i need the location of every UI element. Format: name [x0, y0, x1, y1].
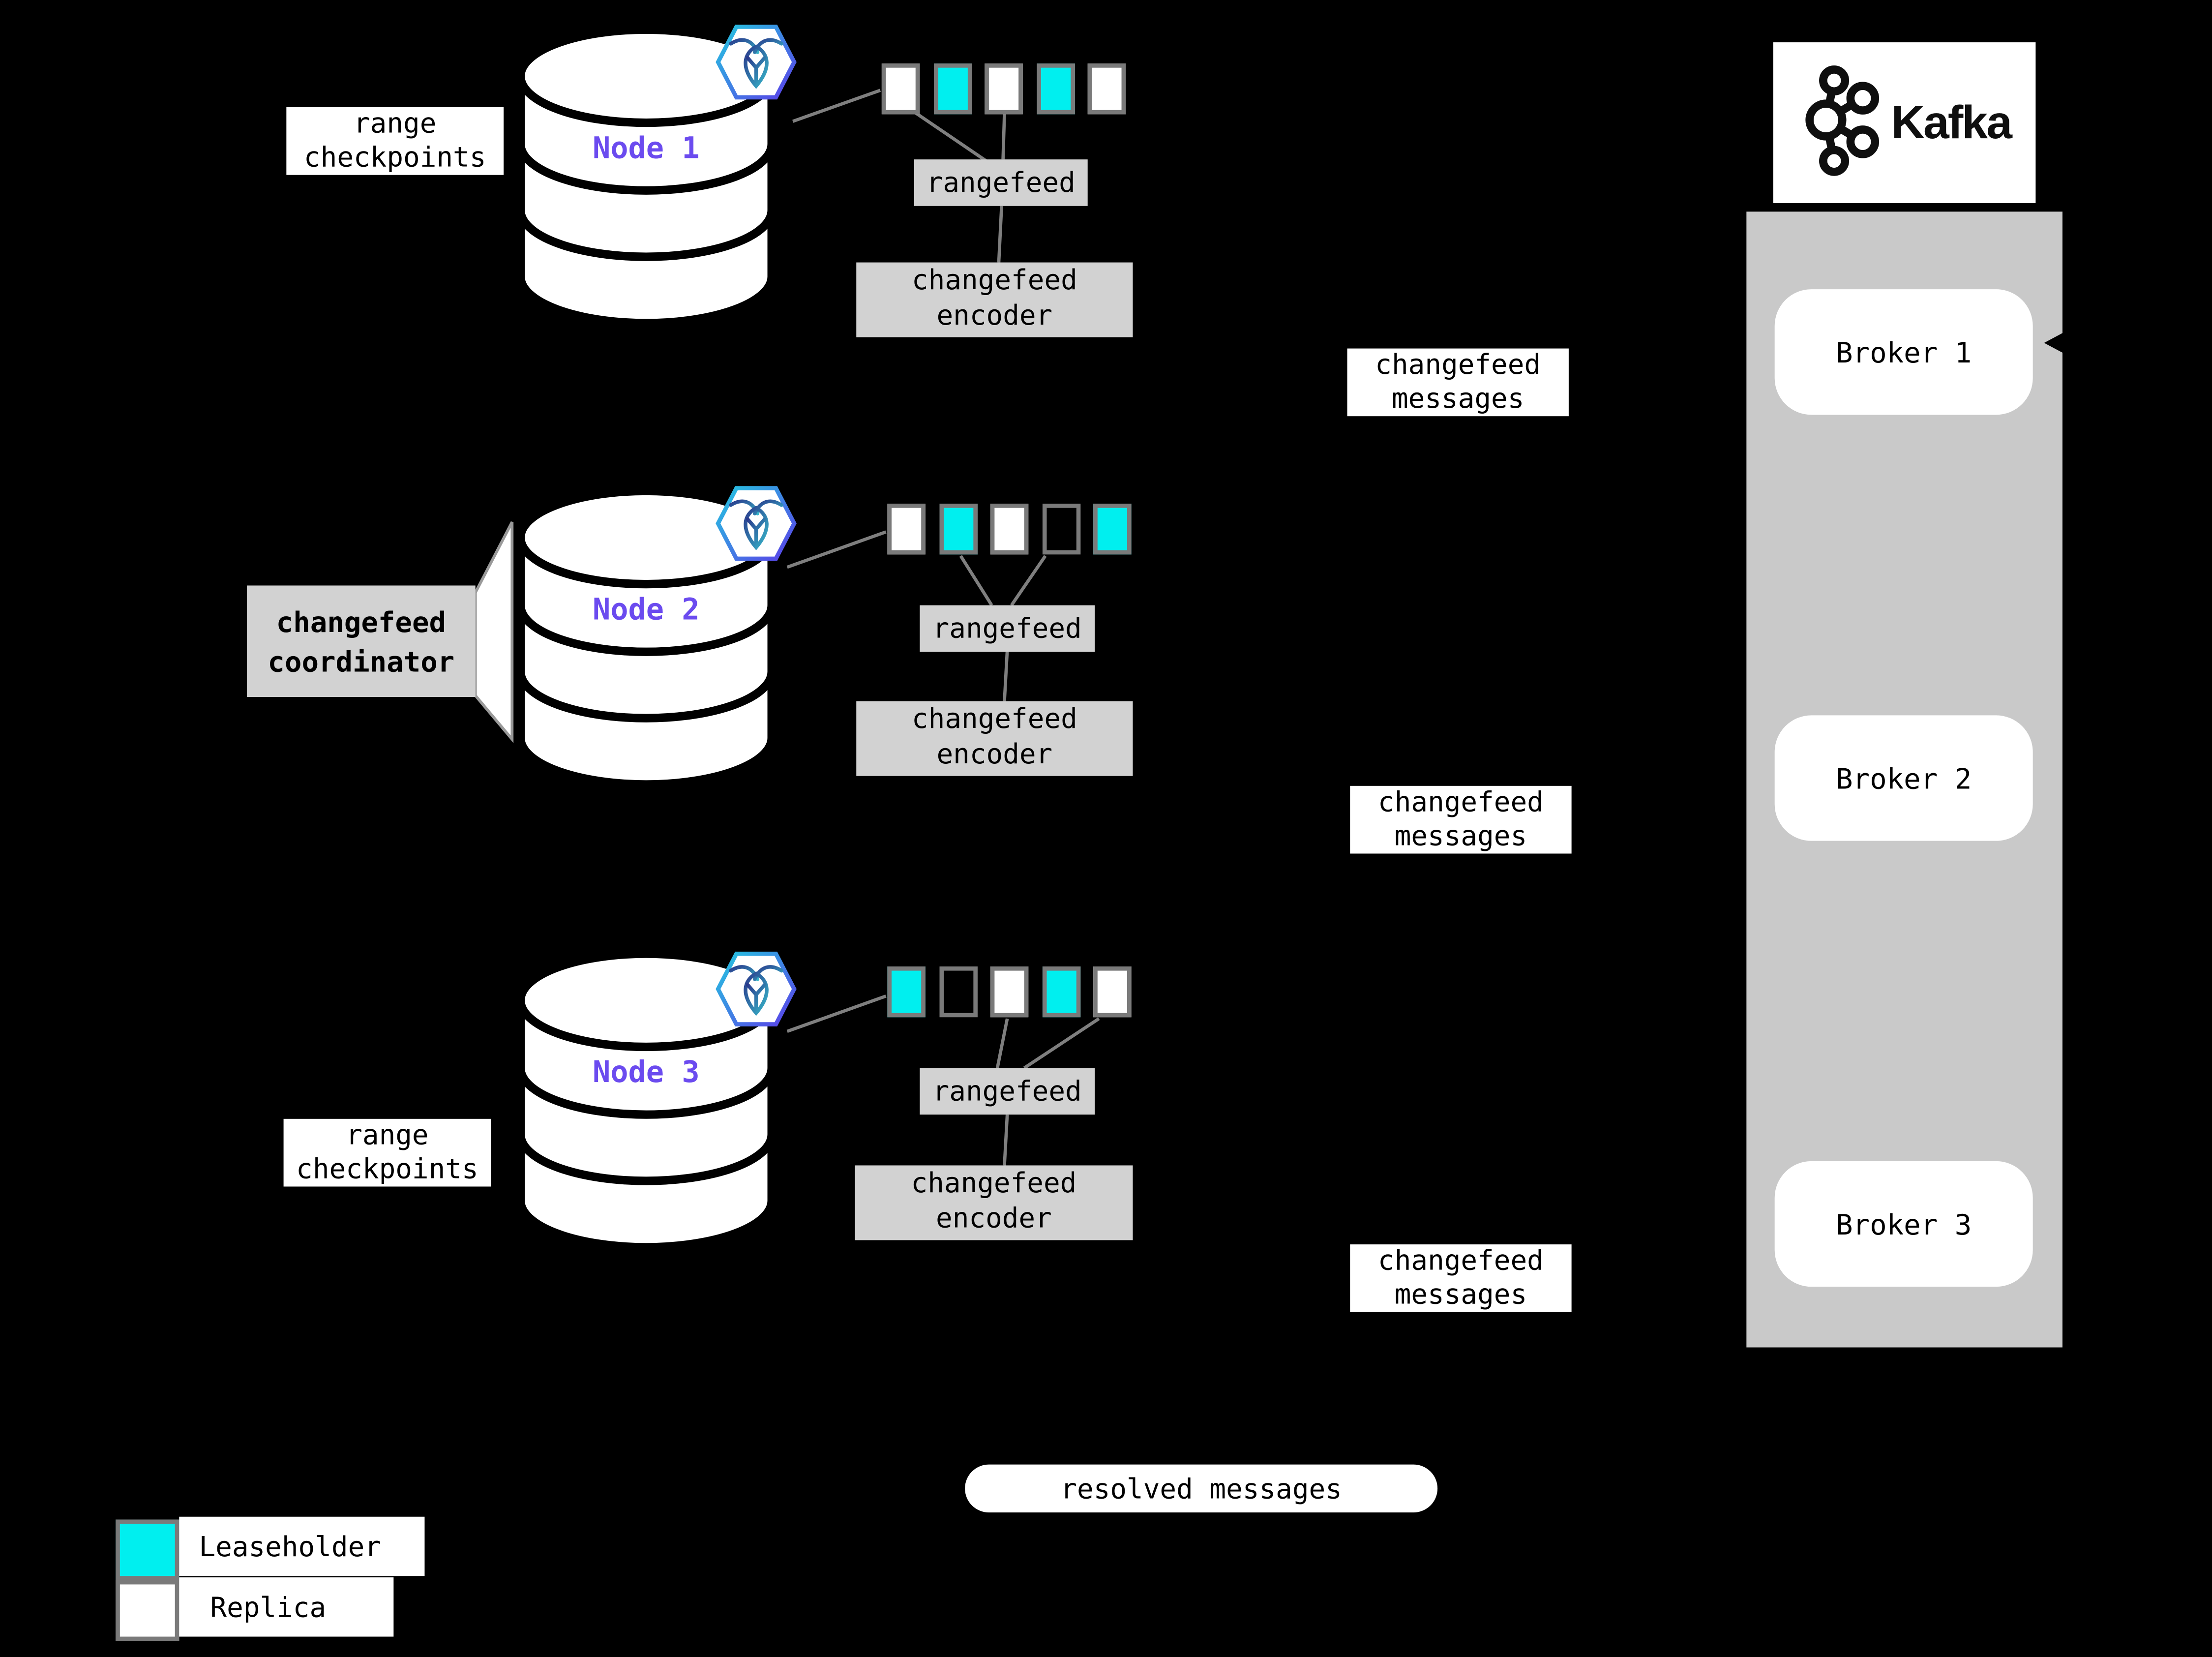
legend-replica-swatch: [116, 1580, 179, 1641]
rangefeed-text: rangefeed: [932, 612, 1082, 645]
range-square: [939, 966, 978, 1018]
kafka-broker-3: Broker 3: [1774, 1161, 2033, 1287]
rangefeed-box-node2: rangefeed: [920, 605, 1095, 652]
changefeed-messages-text: changefeed messages: [1378, 1244, 1544, 1311]
changefeed-encoder-box-node2: changefeed encoder: [856, 701, 1133, 776]
range-checkpoints-label-node1: range checkpoints: [286, 107, 504, 175]
node-3-name-text: Node 3: [592, 1055, 700, 1089]
rangefeed-text: rangefeed: [932, 1075, 1082, 1108]
node-2-name: Node 2: [515, 594, 777, 625]
kafka-broker-2: Broker 2: [1774, 715, 2033, 841]
changefeed-coordinator-box: changefeed coordinator: [247, 585, 476, 697]
range-square: [985, 63, 1023, 115]
range-square: [1042, 966, 1081, 1018]
node-1-name-text: Node 1: [592, 131, 700, 165]
range-square: [1093, 966, 1132, 1018]
changefeed-messages-text: changefeed messages: [1378, 785, 1544, 852]
kafka-brand-label: Kafka: [1891, 96, 2012, 149]
range-square: [887, 504, 926, 555]
range-square: [934, 63, 972, 115]
rangefeed-box-node3: rangefeed: [920, 1068, 1095, 1115]
kafka-logo-icon: [1805, 65, 1879, 176]
changefeed-encoder-box-node3: changefeed encoder: [855, 1165, 1133, 1240]
changefeed-messages-label-node2: changefeed messages: [1350, 785, 1572, 854]
node-3-cylinder: [516, 949, 776, 1252]
legend-leaseholder-swatch: [116, 1519, 179, 1580]
range-checkpoints-text: range checkpoints: [303, 107, 486, 174]
range-square: [1042, 504, 1081, 555]
kafka-logo-plate: Kafka: [1773, 42, 2036, 204]
legend-leaseholder-label: Leaseholder: [179, 1516, 425, 1576]
range-checkpoints-text: range checkpoints: [296, 1118, 478, 1185]
range-square: [1087, 63, 1126, 115]
changefeed-coordinator-text: changefeed coordinator: [268, 604, 455, 678]
broker-1-label: Broker 1: [1835, 335, 1972, 369]
cockroachdb-logo-hexagon-node1: [716, 25, 797, 100]
legend-replica-label: Replica: [179, 1577, 394, 1637]
resolved-messages-pill: resolved messages: [965, 1464, 1438, 1513]
node-1-cylinder: [516, 25, 776, 328]
node-2-cylinder: [516, 486, 776, 789]
range-square: [1037, 63, 1075, 115]
cockroachdb-logo-hexagon-node3: [716, 951, 797, 1026]
legend-leaseholder-text: Leaseholder: [199, 1530, 381, 1563]
resolved-messages-text: resolved messages: [1060, 1472, 1342, 1505]
cockroachdb-logo-hexagon-node2: [716, 486, 797, 561]
kafka-broker-container: Broker 1 Broker 2 Broker 3: [1746, 211, 2063, 1348]
range-square: [1093, 504, 1132, 555]
kafka-broker-1: Broker 1: [1774, 289, 2033, 415]
node-2-name-text: Node 2: [592, 592, 700, 627]
coordinator-callout-shape: [474, 521, 514, 744]
node-3-name: Node 3: [515, 1057, 777, 1088]
changefeed-encoder-text: changefeed encoder: [911, 264, 1077, 332]
broker-1-arrowhead-icon: [2044, 331, 2065, 355]
range-checkpoints-label-node3: range checkpoints: [283, 1118, 491, 1187]
range-square: [881, 63, 920, 115]
range-square: [887, 966, 926, 1018]
changefeed-encoder-text: changefeed encoder: [911, 1167, 1077, 1235]
changefeed-messages-label-node1: changefeed messages: [1347, 348, 1569, 417]
broker-3-label: Broker 3: [1835, 1207, 1972, 1241]
rangefeed-text: rangefeed: [926, 166, 1076, 199]
range-square: [990, 966, 1029, 1018]
changefeed-messages-text: changefeed messages: [1375, 348, 1541, 415]
legend-replica-text: Replica: [210, 1591, 327, 1624]
broker-2-label: Broker 2: [1835, 761, 1972, 795]
rangefeed-box-node1: rangefeed: [914, 159, 1088, 206]
changefeed-messages-label-node3: changefeed messages: [1350, 1244, 1572, 1312]
changefeed-encoder-text: changefeed encoder: [911, 702, 1077, 771]
range-square: [939, 504, 978, 555]
range-square: [990, 504, 1029, 555]
node-1-name: Node 1: [515, 133, 777, 164]
changefeed-encoder-box-node1: changefeed encoder: [856, 262, 1133, 337]
